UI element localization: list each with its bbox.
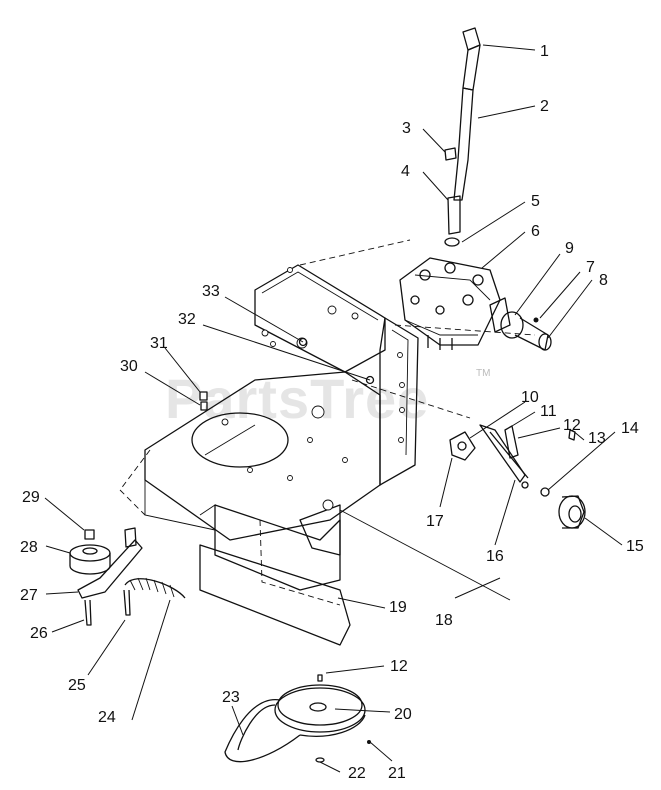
output-shaft-group	[449, 424, 586, 529]
callout-3: 3	[402, 120, 411, 137]
transmission	[399, 257, 552, 351]
pulley-belt	[224, 674, 371, 763]
callout-24: 24	[98, 709, 116, 726]
callout-26: 26	[30, 625, 48, 642]
callout-16: 16	[486, 548, 504, 565]
callout-30: 30	[120, 358, 138, 375]
callout-32: 32	[178, 311, 196, 328]
support-bracket	[199, 544, 351, 646]
callout-14: 14	[621, 420, 639, 437]
callout-18: 18	[435, 612, 453, 629]
frame-assembly	[119, 239, 536, 606]
callout-7: 7	[586, 259, 595, 276]
callout-17: 17	[426, 513, 444, 530]
callout-29: 29	[22, 489, 40, 506]
idler-assembly	[69, 527, 186, 626]
callout-20: 20	[394, 706, 412, 723]
callout-9: 9	[565, 240, 574, 257]
watermark: PartsTree TM	[165, 367, 490, 430]
callout-27: 27	[20, 587, 38, 604]
shift-lever	[444, 27, 481, 247]
callout-23: 23	[222, 689, 240, 706]
callout-15: 15	[626, 538, 644, 555]
callout-25: 25	[68, 677, 86, 694]
callout-11: 11	[540, 403, 557, 420]
callout-21: 21	[388, 765, 406, 782]
callout-8: 8	[599, 272, 608, 289]
callout-33: 33	[202, 283, 220, 300]
cable	[339, 509, 511, 601]
callout-2: 2	[540, 98, 549, 115]
callout-19: 19	[389, 599, 407, 616]
watermark-trademark: TM	[476, 368, 490, 379]
callout-6: 6	[531, 223, 540, 240]
callout-labels: 1 2 3 4 5 6 7 8 9 10 11 12 13 14 15 16 1…	[20, 43, 644, 782]
callout-13: 13	[588, 430, 606, 447]
callout-12-belt: 12	[390, 658, 408, 675]
callout-12-shaft: 12	[563, 417, 581, 434]
callout-22: 22	[348, 765, 366, 782]
leader-lines	[44, 44, 623, 773]
callout-10: 10	[521, 389, 539, 406]
callout-4: 4	[401, 163, 410, 180]
frame-hardware	[199, 337, 375, 411]
callout-31: 31	[150, 335, 168, 352]
callout-5: 5	[531, 193, 540, 210]
callout-1: 1	[540, 43, 549, 60]
callout-28: 28	[20, 539, 38, 556]
